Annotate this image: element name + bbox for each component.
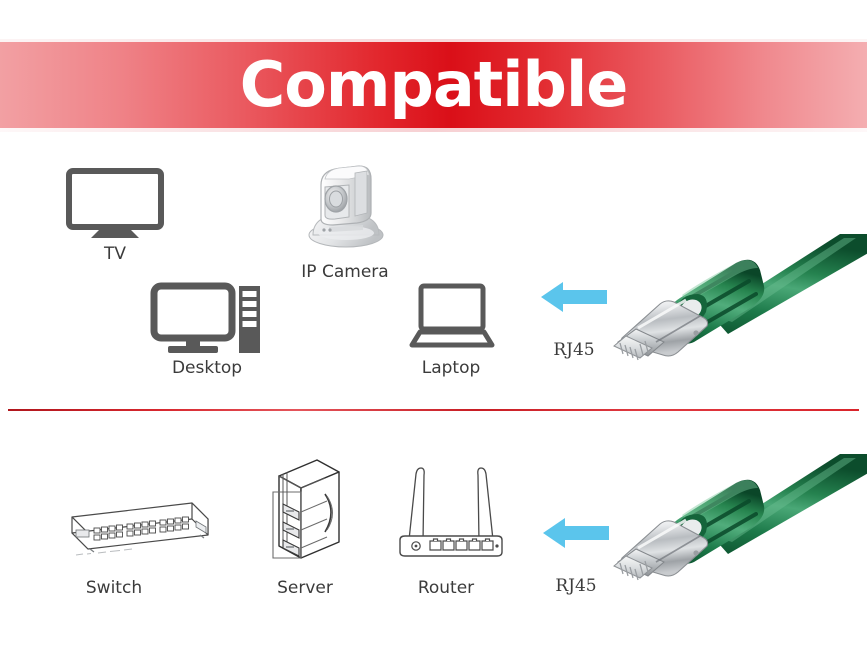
router-label: Router: [417, 578, 475, 598]
top-rj45-label: RJ45: [553, 340, 595, 360]
desktop-label: Desktop: [171, 358, 243, 378]
desktop-icon: [150, 282, 261, 358]
router-icon: [396, 462, 506, 562]
banner-top-edge: [0, 39, 867, 42]
server-rack-icon: [265, 458, 345, 568]
laptop-icon: [409, 283, 495, 348]
ip-camera-icon: [305, 163, 387, 253]
banner-title: Compatible: [239, 48, 629, 121]
laptop-label: Laptop: [421, 358, 481, 378]
network-switch-icon: [50, 497, 210, 567]
rj45-cable-icon: [608, 234, 867, 368]
tv-label: TV: [103, 244, 126, 264]
section-divider: [8, 409, 859, 411]
server-label: Server: [277, 578, 333, 598]
compatible-banner: [0, 42, 867, 128]
banner-bottom-edge: [0, 128, 867, 132]
tv-icon: [66, 168, 164, 240]
ip-camera-label: IP Camera: [301, 262, 389, 282]
rj45-cable-icon: [608, 454, 867, 588]
switch-label: Switch: [85, 578, 143, 598]
arrow-left-icon: [541, 280, 607, 314]
arrow-left-icon: [543, 516, 609, 550]
bottom-rj45-label: RJ45: [555, 576, 597, 596]
